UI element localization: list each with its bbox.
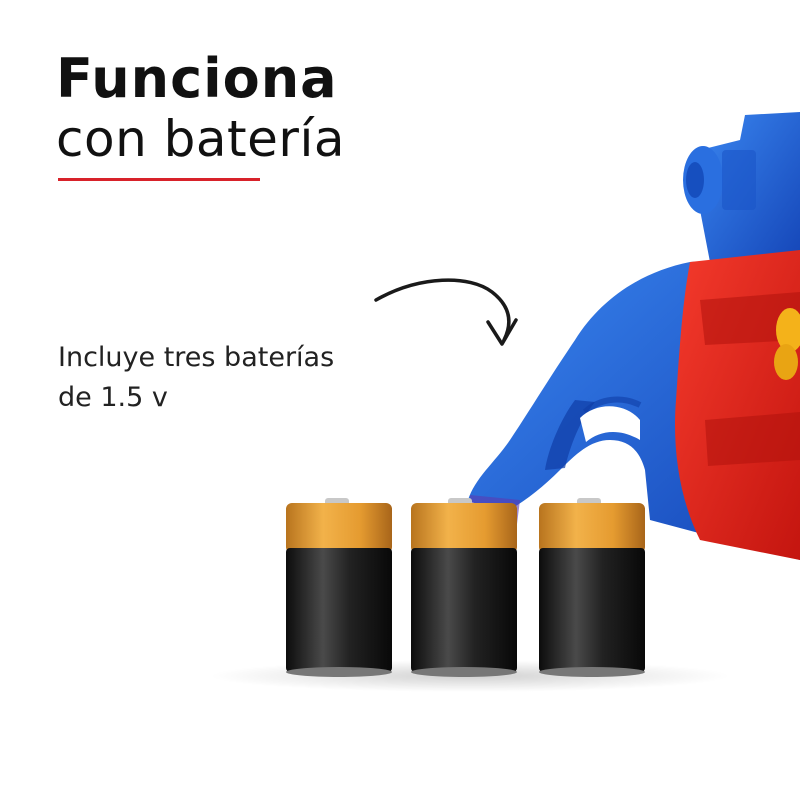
caption-line-2: de 1.5 v: [58, 382, 168, 413]
toy-blaster: [468, 112, 800, 560]
battery-1: [286, 498, 392, 677]
battery-3: [539, 498, 645, 677]
headline-bold: Funciona: [56, 47, 338, 110]
caption: Incluye tres baterías de 1.5 v: [58, 338, 334, 418]
caption-line-1: Incluye tres baterías: [58, 342, 335, 373]
red-divider: [58, 178, 260, 181]
headline-light: con batería: [56, 110, 345, 168]
battery-2: [411, 498, 517, 677]
curved-arrow-icon: [374, 278, 518, 346]
